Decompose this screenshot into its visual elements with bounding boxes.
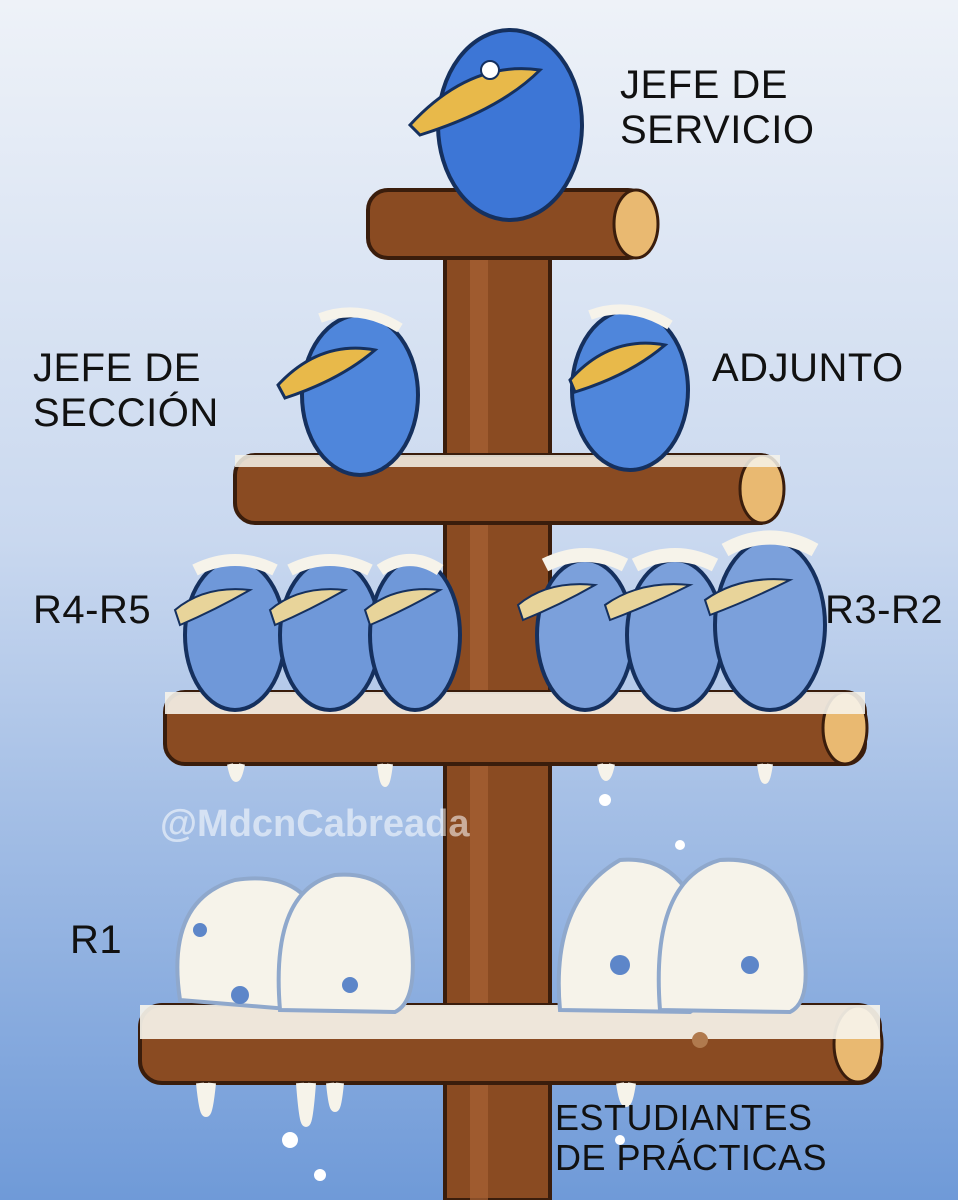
branch-second	[233, 453, 786, 525]
label-r3-r2: R3-R2	[825, 588, 944, 632]
snow-flakes	[282, 794, 685, 1181]
label-r4-r5: R4-R5	[33, 588, 152, 632]
label-jefe-seccion: JEFE DE SECCIÓN	[33, 346, 219, 435]
bird-jefe-seccion	[276, 307, 420, 477]
label-estudiantes: ESTUDIANTES DE PRÁCTICAS	[555, 1097, 828, 1179]
birds-r4-r5	[173, 554, 462, 712]
bird-adjunto	[568, 304, 690, 472]
birds-r1	[175, 872, 415, 1015]
birds-r3-r2	[516, 530, 827, 712]
label-adjunto: ADJUNTO	[712, 346, 904, 390]
label-r1: R1	[70, 918, 123, 962]
branch-top	[366, 188, 660, 260]
bird-jefe-servicio	[407, 28, 584, 222]
birds-estudiantes	[556, 857, 808, 1048]
label-jefe-servicio: JEFE DE SERVICIO	[620, 63, 815, 152]
watermark: @MdcnCabreada	[160, 803, 470, 845]
